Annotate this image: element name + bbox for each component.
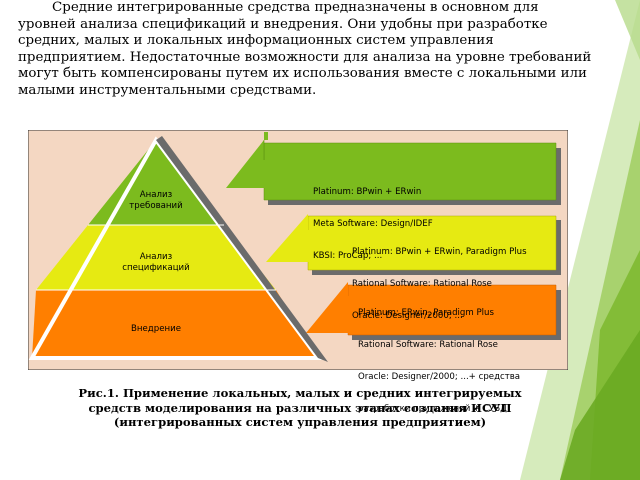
caption-line: средств моделирования на различных этапа… (88, 400, 512, 415)
arrow-requirements (226, 132, 308, 188)
pyramid-level-specifications: Анализ спецификаций (122, 252, 190, 273)
pyramid-level-requirements: Анализ требований (129, 190, 183, 211)
tools-implementation: Platinum: ERwin, Paradigm Plus Rational … (358, 287, 520, 435)
tools-implementation-line: разработки приложений + СУБД (358, 403, 507, 414)
tools-requirements-line: KBSI: ProCap; ... (313, 250, 383, 261)
arrow-implementation (306, 282, 373, 333)
tools-specifications-line: Rational Software: Rational Rose (352, 278, 492, 289)
box-implementation (347, 284, 561, 340)
tools-requirements-line: Platinum: BPwin + ERwin (313, 187, 422, 198)
arrow-specifications (266, 214, 346, 262)
caption-line: (интегрированных систем управления предп… (113, 415, 487, 430)
tools-requirements: Platinum: BPwin + ERwin Meta Software: D… (313, 166, 433, 283)
pyramid-level-implementation: Внедрение (131, 324, 181, 334)
tools-implementation-line: Rational Software: Rational Rose (358, 339, 498, 350)
pyramid (28, 136, 328, 362)
box-specifications (307, 215, 561, 275)
diagram-svg (27, 129, 569, 371)
intro-paragraph: Средние интегрированные средства предназ… (18, 0, 592, 98)
tools-specifications-line: Oracle: Designer/2000; ... (352, 310, 463, 321)
tools-requirements-line: Meta Software: Design/IDEF (313, 218, 433, 229)
caption-line: Рис.1. Применение локальных, малых и сре… (78, 386, 522, 400)
box-requirements (263, 142, 561, 205)
tools-specifications: Platinum: BPwin + ERwin, Paradigm Plus R… (352, 226, 527, 343)
figure-caption: Рис.1. Применение локальных, малых и сре… (40, 386, 560, 430)
tools-specifications-line: Platinum: BPwin + ERwin, Paradigm Plus (352, 247, 527, 258)
diagram-figure: Анализ требований Анализ спецификаций Вн… (27, 129, 569, 414)
tools-implementation-line: Oracle: Designer/2000; ...+ средства (358, 371, 521, 382)
tools-implementation-line: Platinum: ERwin, Paradigm Plus (358, 308, 494, 319)
